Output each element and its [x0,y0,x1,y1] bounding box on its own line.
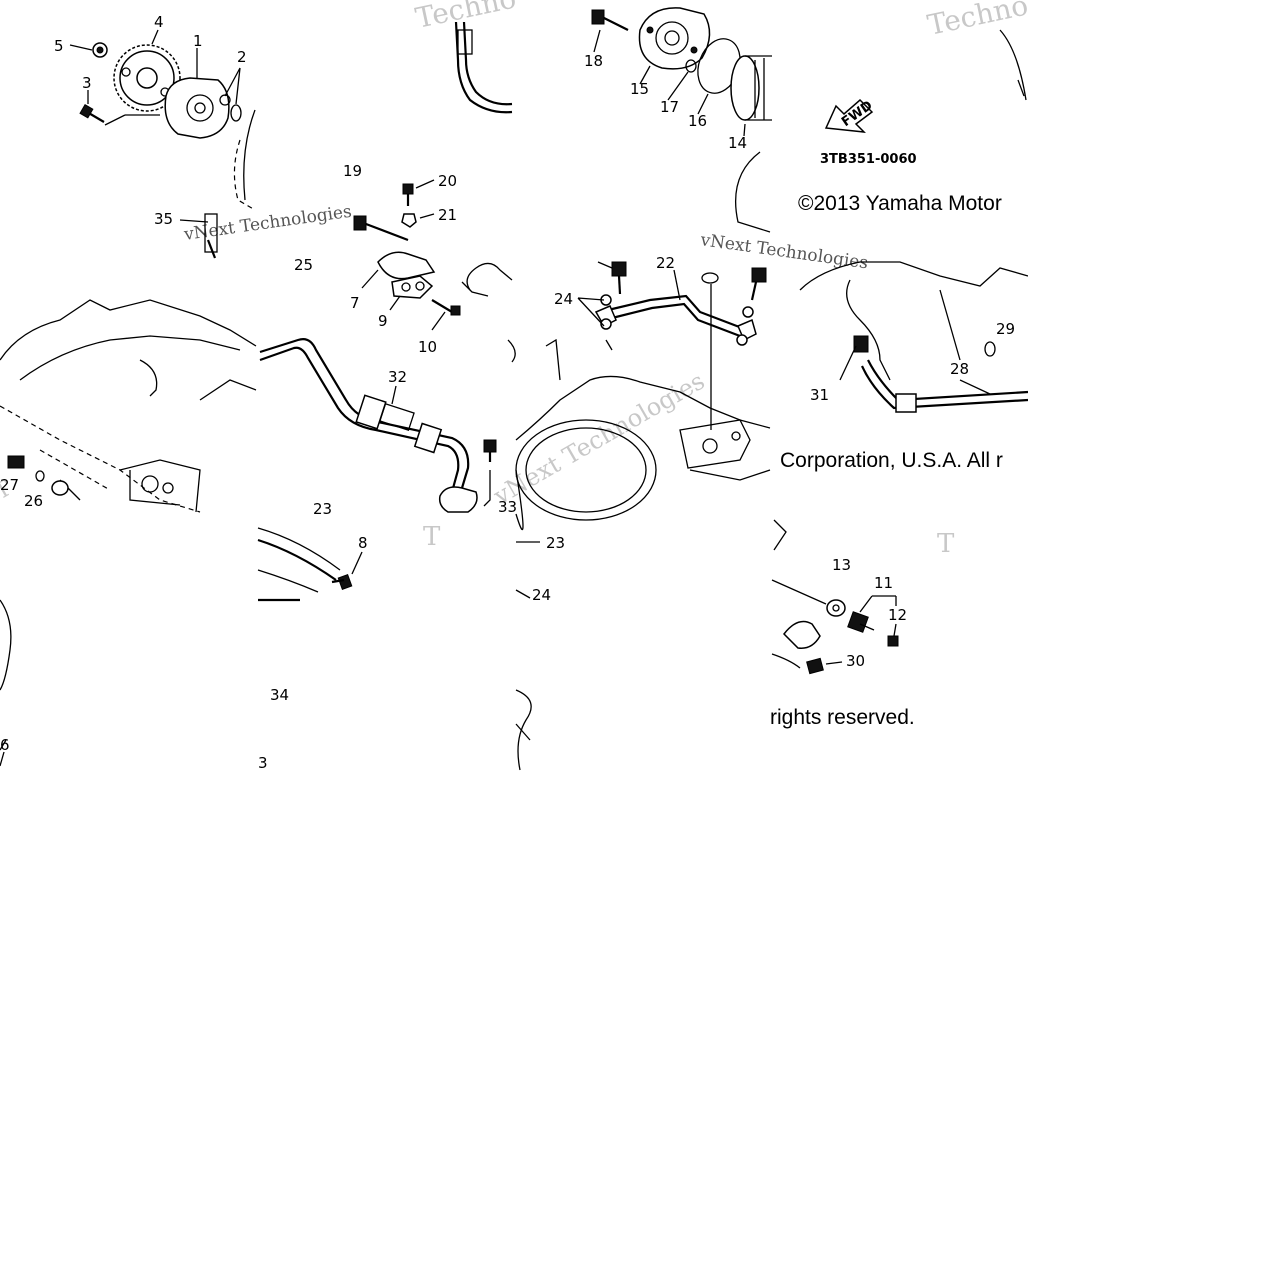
callout-label: 29 [996,320,1015,338]
callout-label: 5 [54,37,64,55]
part-code: 3TB351-0060 [820,152,917,167]
callout-label: 19 [343,162,362,180]
callout-label: 4 [154,13,164,31]
callout-label: 20 [438,172,457,190]
callout-label: 18 [584,52,603,70]
callout-label: 33 [498,498,517,516]
watermark-text: vNext Technologies [698,230,869,273]
callout-label: 7 [350,294,360,312]
callout-label: 23 [546,534,565,552]
callout-labels: 1 2 3 4 5 7 8 9 10 11 12 13 14 15 16 17 … [0,13,1015,772]
callout-label: 11 [874,574,893,592]
callout-label: 17 [660,98,679,116]
callout-label: 9 [378,312,388,330]
watermark-text: T [937,529,955,559]
callout-label: 31 [810,386,829,404]
callout-label: 14 [728,134,747,152]
callout-label: 13 [832,556,851,574]
callout-label: 15 [630,80,649,98]
callout-label: 28 [950,360,969,378]
copyright-line-2: Corporation, U.S.A. All r [780,449,1003,472]
callout-label: 35 [154,210,173,228]
callout-label: 27 [0,476,19,494]
callout-label: 2 [237,48,247,66]
callout-label: 3 [258,754,268,772]
callout-label: 1 [193,32,203,50]
callout-label: 22 [656,254,675,272]
callout-label: 24 [554,290,573,308]
fwd-arrow-icon: FWD [824,98,876,133]
callout-label: 10 [418,338,437,356]
callout-label: 32 [388,368,407,386]
watermark-text: T [423,522,441,552]
watermark-text: vNext Technologies [182,202,353,245]
tile-bracket [257,21,516,602]
callout-label: 8 [358,534,368,552]
callout-label: 3 [82,74,92,92]
tile-oil-pump [69,29,256,259]
callout-label: 12 [888,606,907,624]
callout-label: 26 [24,492,43,510]
callout-label: 21 [438,206,457,224]
callout-label: 30 [846,652,865,670]
callout-label: 24 [532,586,551,604]
tile-crankcase-left [0,299,257,767]
callout-label: 16 [688,112,707,130]
copyright-line-3: rights reserved. [770,706,915,729]
callout-label: 23 [313,500,332,518]
copyright-line-1: ©2013 Yamaha Motor [798,192,1002,215]
tile-fwd: FWD [771,29,1029,675]
callout-label: 6 [0,736,10,754]
callout-label: 25 [294,256,313,274]
callout-label: 34 [270,686,289,704]
tile-oil-filter [515,7,772,771]
